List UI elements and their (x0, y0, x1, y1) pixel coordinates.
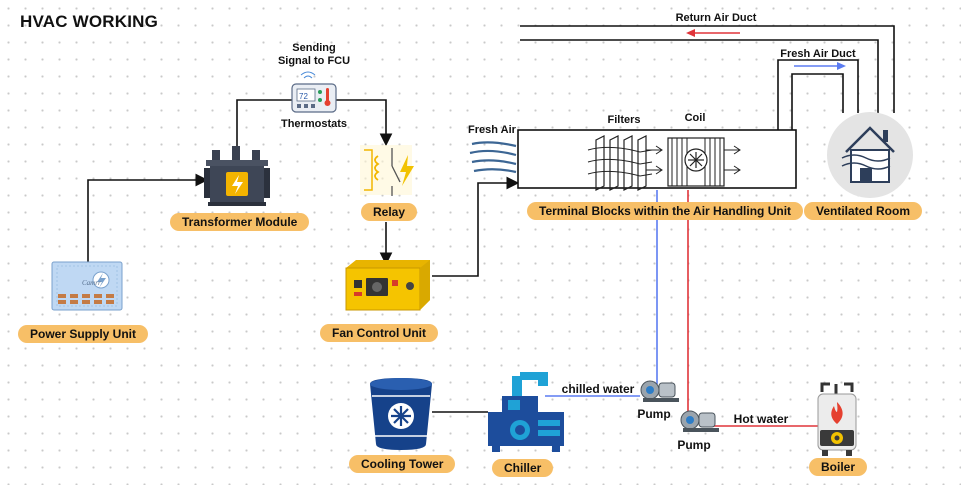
filters-label: Filters (607, 114, 641, 126)
return-air-duct-label: Return Air Duct (675, 12, 757, 24)
power-brand-text: Camrr (82, 279, 101, 287)
wire-transformer-to-thermostat (236, 99, 292, 148)
hot-water-label: Hot water (733, 412, 789, 426)
pump-label-hot: Pump (677, 438, 711, 452)
relay-badge: Relay (361, 203, 418, 221)
air-handling-unit-box (517, 129, 797, 189)
signal-to-fcu-label: Signal to FCU (277, 55, 351, 67)
pump-label-chilled: Pump (637, 407, 671, 421)
fresh-air-duct-lines (777, 59, 859, 130)
boiler-badge: Boiler (809, 458, 868, 476)
chilled-water-label: chilled water (561, 382, 635, 396)
cooling-tower-icon (370, 378, 432, 450)
wire-power-to-transformer (87, 173, 209, 262)
filters-icon (587, 135, 653, 191)
coil-icon (646, 137, 741, 187)
fresh-air-label: Fresh Air (468, 124, 516, 136)
hot-water-line (687, 190, 818, 427)
fresh-air-duct-arrow (794, 62, 846, 70)
fresh-air-duct-label: Fresh Air Duct (780, 48, 856, 60)
power-supply-badge: Power Supply Unit (18, 325, 149, 343)
cooling-tower-badge: Cooling Tower (349, 455, 456, 473)
thermostat-display-text: 72 (299, 92, 308, 101)
return-air-arrow (686, 29, 740, 37)
thermostats-label: Thermostats (280, 118, 348, 130)
power-supply-icon: Camrr (51, 261, 123, 311)
sending-label: Sending (292, 42, 336, 54)
fan-control-badge: Fan Control Unit (320, 324, 438, 342)
ventilated-room-icon (827, 112, 913, 198)
pump-icon-hot (680, 410, 719, 432)
boiler-icon (817, 382, 857, 456)
relay-icon (360, 145, 414, 196)
coil-label: Coil (684, 112, 706, 124)
transformer-badge: Transformer Module (170, 213, 310, 231)
wire-thermostat-to-relay (336, 99, 393, 147)
fresh-air-intake-arrows (469, 141, 517, 174)
wire-fancontrol-to-ahu (432, 176, 520, 277)
terminal-blocks-badge: Terminal Blocks within the Air Handling … (527, 202, 804, 220)
fan-control-icon (345, 260, 430, 311)
pump-icon-chilled (640, 380, 679, 402)
chilled-water-line (545, 190, 658, 397)
thermostat-icon: 72 (291, 71, 337, 113)
page-title: HVAC WORKING (20, 12, 159, 31)
transformer-icon (204, 146, 270, 206)
chiller-icon (488, 372, 564, 452)
chiller-badge: Chiller (492, 459, 554, 477)
ventilated-room-badge: Ventilated Room (804, 202, 923, 220)
return-air-duct-lines (520, 25, 895, 113)
